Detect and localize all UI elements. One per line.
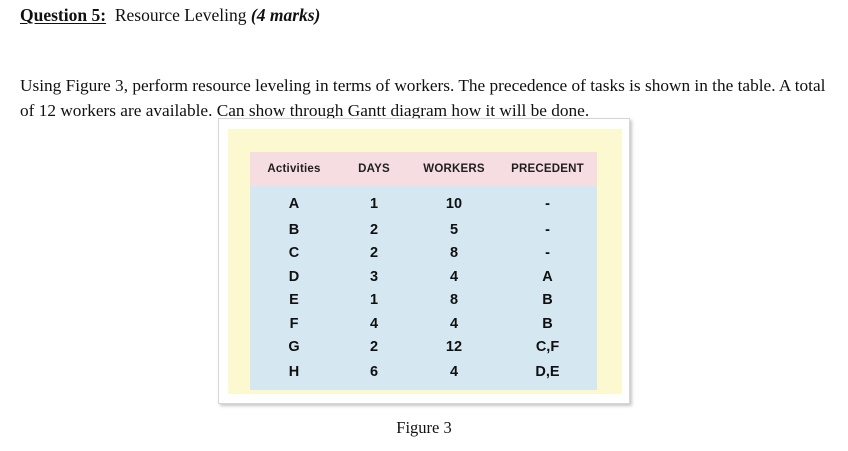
cell-activity: H xyxy=(288,364,300,381)
cell-days: 4 xyxy=(369,315,379,332)
table-row: B 2 5 - xyxy=(250,219,597,242)
table-header-row: Activities DAYS WORKERS PRECEDENT xyxy=(250,152,597,186)
column-header-workers: WORKERS xyxy=(423,163,485,175)
question-heading: Question 5: Resource Leveling (4 marks) xyxy=(20,4,320,26)
figure-inner-panel: Activities DAYS WORKERS PRECEDENT A 1 10… xyxy=(228,129,622,394)
figure-card: Activities DAYS WORKERS PRECEDENT A 1 10… xyxy=(218,118,630,404)
cell-days: 2 xyxy=(369,339,379,356)
cell-days: 1 xyxy=(369,292,379,309)
table-row: G 2 12 C,F xyxy=(250,336,597,359)
question-title: Resource Leveling xyxy=(114,5,247,25)
cell-activity: A xyxy=(288,196,300,213)
cell-activity: E xyxy=(289,292,299,309)
activities-table: Activities DAYS WORKERS PRECEDENT A 1 10… xyxy=(250,152,597,391)
question-marks: (4 marks) xyxy=(250,5,321,25)
cell-activity: C xyxy=(288,245,300,262)
cell-days: 3 xyxy=(369,268,379,285)
table-row: H 6 4 D,E xyxy=(250,359,597,390)
cell-days: 6 xyxy=(369,364,379,381)
table-row: A 1 10 - xyxy=(250,186,597,219)
cell-precedent: D,E xyxy=(535,364,560,381)
activities-table-block: Activities DAYS WORKERS PRECEDENT A 1 10… xyxy=(250,152,597,391)
figure-container: Activities DAYS WORKERS PRECEDENT A 1 10… xyxy=(218,118,630,404)
column-header-activities: Activities xyxy=(267,163,321,175)
cell-activity: F xyxy=(289,315,299,332)
cell-workers: 10 xyxy=(445,196,463,213)
cell-days: 2 xyxy=(369,222,379,238)
cell-precedent: - xyxy=(545,222,550,238)
column-header-precedent: PRECEDENT xyxy=(511,163,584,175)
question-body-paragraph: Using Figure 3, perform resource levelin… xyxy=(20,76,826,121)
activities-table-head: Activities DAYS WORKERS PRECEDENT xyxy=(250,152,597,186)
column-header-days: DAYS xyxy=(358,163,390,175)
cell-activity: B xyxy=(288,222,300,238)
cell-activity: G xyxy=(288,339,300,356)
cell-precedent: B xyxy=(542,315,553,332)
cell-workers: 4 xyxy=(449,315,459,332)
figure-caption: Figure 3 xyxy=(396,418,452,437)
cell-precedent: A xyxy=(542,268,553,285)
cell-workers: 5 xyxy=(449,222,459,238)
activities-table-body: A 1 10 - B 2 5 - C 2 xyxy=(250,186,597,391)
cell-precedent: - xyxy=(545,245,550,262)
table-row: E 1 8 B xyxy=(250,289,597,312)
cell-workers: 8 xyxy=(449,245,459,262)
cell-precedent: - xyxy=(545,196,550,213)
cell-days: 1 xyxy=(369,196,379,213)
table-row: C 2 8 - xyxy=(250,242,597,265)
cell-workers: 12 xyxy=(445,339,463,356)
cell-precedent: C,F xyxy=(535,339,560,356)
cell-days: 2 xyxy=(369,245,379,262)
cell-precedent: B xyxy=(542,292,553,309)
table-row: F 4 4 B xyxy=(250,313,597,336)
cell-activity: D xyxy=(288,268,300,285)
cell-workers: 4 xyxy=(449,268,459,285)
heading-space-1 xyxy=(106,5,115,25)
table-row: D 3 4 A xyxy=(250,266,597,289)
cell-workers: 8 xyxy=(449,292,459,309)
question-number-label: Question 5: xyxy=(20,5,107,25)
cell-workers: 4 xyxy=(449,364,459,381)
